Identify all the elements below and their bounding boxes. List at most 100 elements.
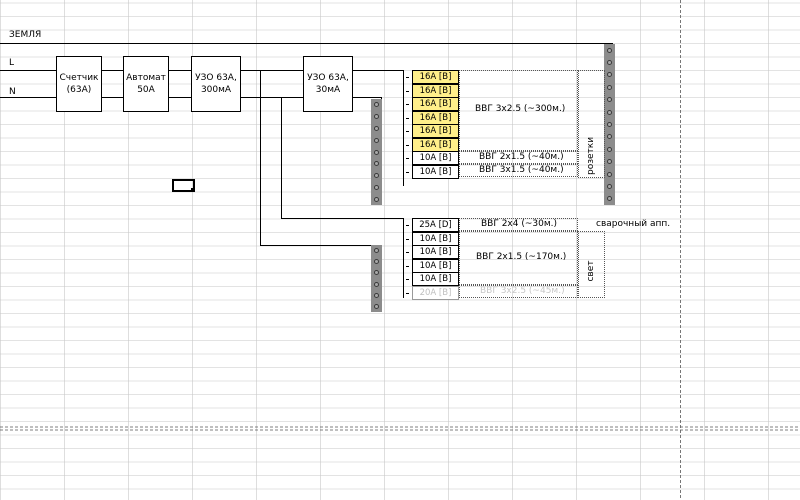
terminal-screw [374, 196, 379, 202]
branch-wire-b-vertical [281, 97, 282, 219]
terminal-screw [607, 134, 612, 140]
neutral-line [0, 97, 56, 98]
rcd-30ma-box: УЗО 63А, 30мА [303, 56, 353, 112]
upper-breaker-wire [406, 171, 409, 173]
upper-breaker: 16А [B] [412, 70, 459, 84]
upper-breaker: 16А [B] [412, 83, 459, 98]
wire-l-breaker-rcd1 [169, 70, 191, 71]
upper-breaker-wire [406, 158, 409, 159]
terminal-screw [374, 161, 379, 167]
cable-label-c1: ВВГ 3x2.5 (~300м.) [475, 104, 566, 114]
group-label-sockets: розетки [586, 136, 596, 175]
terminal-screw [374, 248, 379, 254]
terminal-screw [374, 137, 379, 143]
neutral-label: N [9, 87, 16, 97]
upper-breaker-wire [406, 77, 409, 78]
upper-breaker-wire [406, 104, 409, 105]
terminal-screw [607, 72, 612, 78]
cable-box-group-sockets [578, 70, 605, 178]
neutral-bar-lower [371, 245, 382, 312]
cable-label-c5: ВВГ 2x1.5 (~170м.) [476, 252, 567, 262]
terminal-screw [607, 183, 612, 189]
terminal-screw [374, 270, 379, 276]
rcd-30ma-label-1: УЗО 63А, [307, 73, 349, 83]
terminal-screw [607, 84, 612, 90]
cable-box-light [459, 231, 578, 285]
upper-breaker: 10А [B] [412, 164, 459, 179]
lower-breaker: 10А [B] [412, 231, 459, 246]
terminal-screw [607, 122, 612, 127]
terminal-screw [607, 146, 612, 152]
cable-label-c3: ВВГ 3x1.5 (~40м.) [479, 165, 564, 175]
cable-box-sockets [459, 70, 578, 151]
rcd-300ma-box: УЗО 63А, 300мА [191, 56, 241, 112]
branch-wire-a-horizontal [260, 245, 382, 246]
upper-breaker: 10А [B] [412, 151, 459, 165]
wire-l-rcd2-bus [353, 70, 403, 71]
upper-breaker: 16А [B] [412, 97, 459, 111]
upper-breaker-wire [406, 117, 409, 119]
terminal-screw [374, 292, 379, 298]
lower-breaker: 10А [B] [412, 272, 459, 286]
cable-label-c6: ВВГ 3x2.5 (~45м.) [480, 286, 565, 296]
branch-wire-b-horizontal [281, 218, 404, 219]
wire-l-rcd1-rcd2 [241, 70, 303, 71]
upper-breaker: 16А [B] [412, 110, 459, 125]
rcd-300ma-label-2: 300мА [200, 85, 232, 95]
meter-label-2: (63А) [66, 85, 92, 95]
lower-breaker: 20А [B] [412, 285, 459, 300]
terminal-screw [374, 281, 379, 287]
upper-breaker: 16А [B] [412, 124, 459, 138]
lower-phase-bus [403, 218, 404, 298]
ground-label: ЗЕМЛЯ [9, 30, 42, 40]
terminal-screw [607, 171, 612, 177]
cable-label-c2: ВВГ 2x1.5 (~40м.) [479, 152, 564, 162]
rcd-30ma-label-2: 30мА [315, 85, 341, 95]
cable-box-c2 [459, 151, 578, 164]
terminal-screw [374, 125, 379, 131]
lower-breaker: 10А [B] [412, 245, 459, 259]
terminal-screw [374, 114, 379, 120]
terminal-screw [607, 109, 612, 115]
terminal-screw [374, 259, 379, 265]
cable-label-c4: ВВГ 2x4 (~30м.) [481, 219, 558, 229]
terminal-screw [607, 97, 612, 103]
terminal-screw [607, 159, 612, 165]
wire-l-meter-breaker [102, 70, 123, 71]
main-breaker-label-1: Автомат [126, 73, 166, 83]
fill-handle[interactable] [191, 188, 194, 191]
main-breaker-box: Автомат 50А [123, 56, 169, 112]
cable-box-c6 [459, 285, 578, 298]
ground-line [0, 43, 613, 44]
selected-cell[interactable] [172, 179, 195, 192]
group-label-light: свет [586, 260, 596, 282]
upper-phase-bus [403, 70, 404, 186]
terminal-screw [374, 303, 379, 309]
terminal-screw [607, 196, 612, 202]
branch-wire-a-vertical [260, 70, 261, 246]
meter-box: Счетчик (63А) [56, 56, 102, 112]
upper-breaker-wire [406, 144, 409, 146]
lower-breaker-wire [406, 265, 409, 267]
lower-breaker-wire [406, 292, 409, 294]
terminal-screw [374, 173, 379, 179]
terminal-screw [374, 149, 379, 155]
phase-label: L [9, 58, 15, 68]
lower-breaker-wire [406, 252, 409, 253]
meter-label-1: Счетчик [59, 73, 99, 83]
neutral-bar-upper [371, 99, 382, 205]
lower-breaker: 25А [D] [412, 218, 459, 232]
lower-breaker-wire [406, 225, 409, 226]
terminal-screw [607, 60, 612, 66]
terminal-screw [374, 184, 379, 190]
wire-n-rcd1-rcd2 [241, 97, 303, 98]
lower-breaker-wire [406, 238, 409, 240]
wire-n-meter-breaker [102, 97, 123, 98]
wire-n-rcd2-bus [353, 97, 382, 98]
terminal-screw [607, 47, 612, 53]
group-label-welder: сварочный апп. [596, 219, 671, 229]
phase-line [0, 70, 56, 71]
upper-breaker: 16А [B] [412, 137, 459, 152]
rcd-300ma-label-1: УЗО 63А, [195, 73, 237, 83]
